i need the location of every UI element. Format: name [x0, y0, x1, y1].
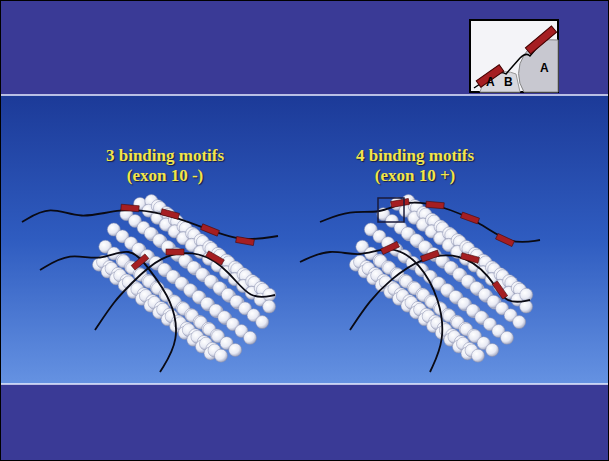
domain-letter: B — [504, 76, 513, 89]
tau-chain — [300, 249, 442, 372]
tubulin-subunit — [214, 349, 227, 362]
middle-panel — [0, 95, 609, 384]
binding-motif — [201, 224, 220, 236]
binding-motif — [426, 201, 444, 209]
binding-motif — [496, 233, 515, 246]
panel-rule — [0, 94, 609, 96]
domain-letter: A — [486, 76, 495, 89]
tau-chain — [320, 203, 540, 242]
tau-chain — [95, 253, 275, 330]
tubulin-subunit — [229, 343, 242, 356]
tubulin-subunit — [263, 300, 276, 313]
tubulin-subunit — [513, 316, 526, 329]
tubulin-subunit — [486, 343, 499, 356]
binding-motif — [381, 241, 400, 254]
binding-motif — [461, 253, 480, 263]
binding-motif — [166, 249, 184, 255]
binding-motif — [525, 26, 556, 54]
inset-box — [470, 20, 558, 92]
tubulin-subunit — [520, 288, 533, 301]
isoform-label: 3 binding motifs (exon 10 -) — [95, 146, 235, 186]
domain-letter: A — [540, 62, 549, 75]
tubulin-subunit — [471, 349, 484, 362]
zoom-marker — [378, 198, 404, 222]
binding-motif — [131, 254, 149, 270]
microtubule — [92, 195, 275, 363]
tau-chain — [22, 210, 278, 239]
binding-motif — [236, 236, 255, 245]
panel-rule — [0, 383, 609, 385]
binding-motif — [206, 251, 225, 265]
tubulin-subunit — [244, 331, 257, 344]
binding-motif — [391, 198, 410, 207]
binding-motif — [161, 209, 180, 219]
binding-motif — [121, 204, 139, 212]
binding-motif — [421, 250, 440, 262]
isoform-label: 4 binding motifs (exon 10 +) — [345, 146, 485, 186]
tubulin-subunit — [256, 316, 269, 329]
tau-chain — [350, 256, 530, 330]
binding-motif — [461, 212, 480, 224]
tau-protein — [22, 198, 540, 372]
binding-motif — [492, 281, 507, 299]
tubulin-subunit — [501, 331, 514, 344]
inset-frame — [470, 20, 558, 92]
